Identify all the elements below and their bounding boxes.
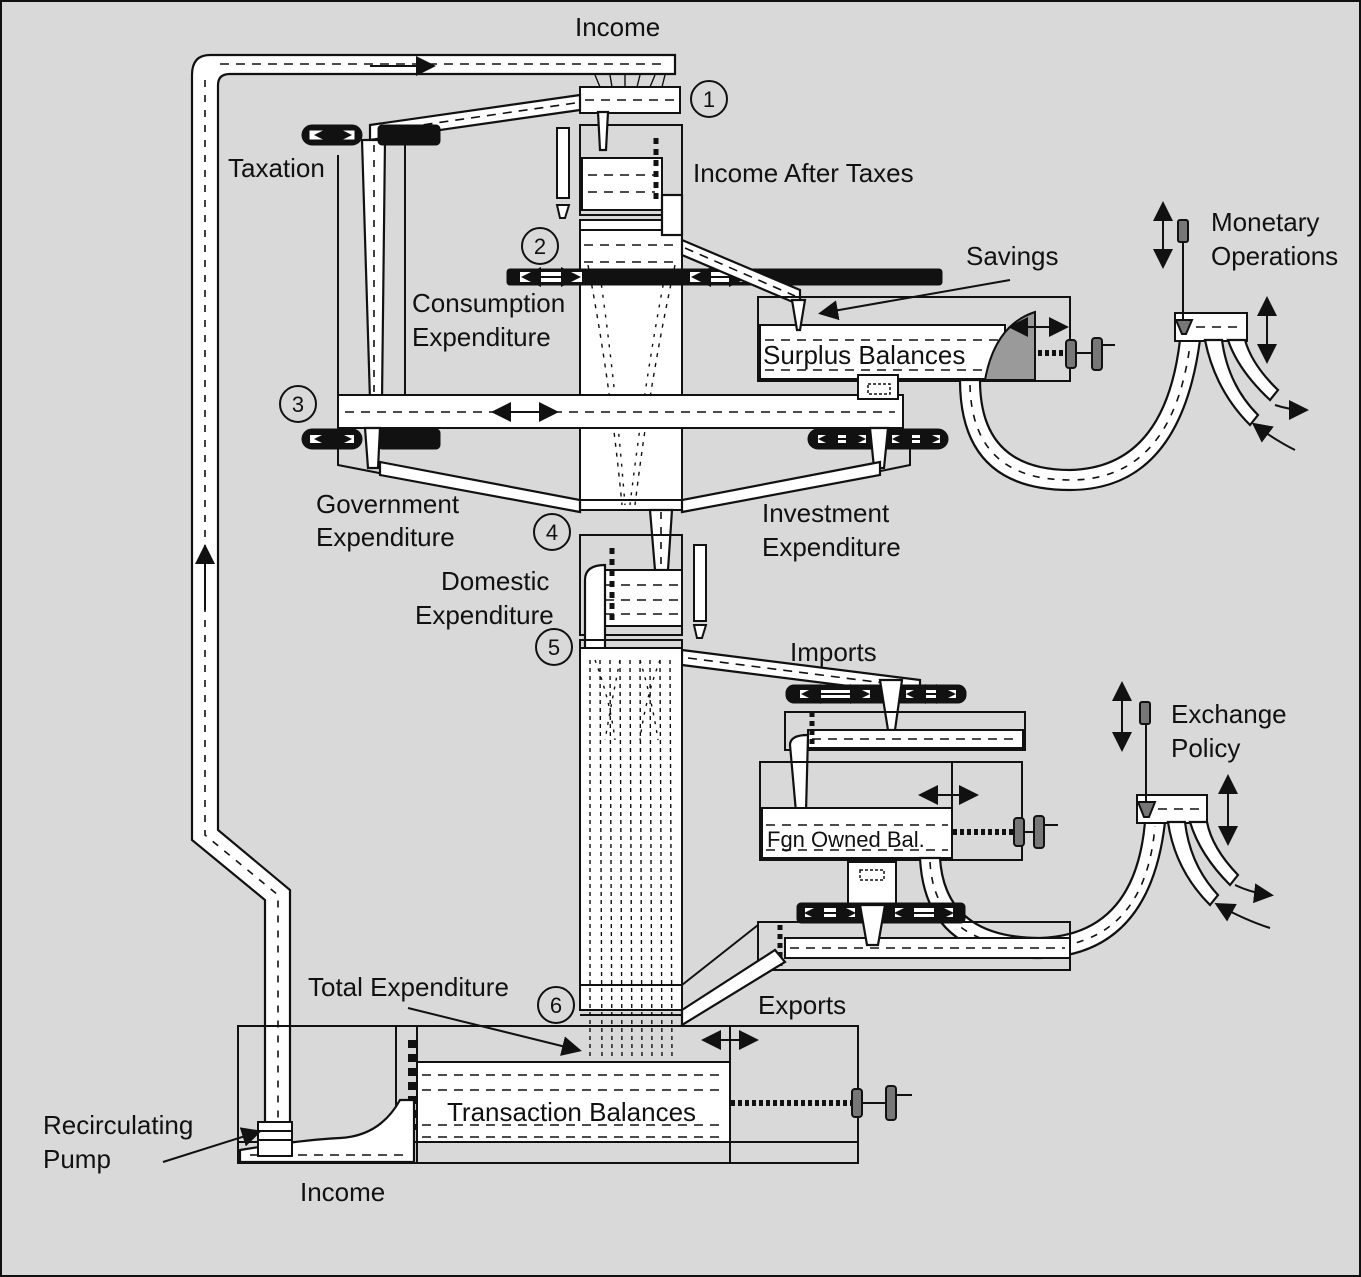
monetary-operations-label-1: Monetary	[1211, 207, 1319, 237]
exports-label: Exports	[758, 990, 846, 1020]
domestic-expenditure-tank	[579, 534, 708, 652]
government-expenditure-label-2: Expenditure	[316, 522, 455, 552]
investment-expenditure-label-1: Investment	[762, 498, 890, 528]
left-frame	[337, 140, 406, 395]
exchange-loop-pipe	[918, 681, 1274, 960]
income-bottom-label: Income	[300, 1177, 385, 1207]
stage-1-number: 1	[703, 87, 715, 112]
expenditure-valves	[301, 426, 949, 470]
stage-6-number: 6	[550, 993, 562, 1018]
stage-3-circle	[279, 385, 317, 423]
stage-2-circle	[521, 227, 559, 265]
pump-pointer	[162, 1127, 262, 1163]
income-top-label: Income	[575, 12, 660, 42]
government-expenditure-label-1: Government	[316, 489, 460, 519]
exports-tank	[680, 861, 1071, 1027]
recirculating-pump-label-1: Recirculating	[43, 1110, 193, 1140]
investment-expenditure-label-2: Expenditure	[762, 532, 901, 562]
stage-5-circle	[535, 628, 573, 666]
consumption-expenditure-label-1: Consumption	[412, 288, 565, 318]
taxation-label: Taxation	[228, 153, 325, 183]
surplus-balances-label: Surplus Balances	[763, 340, 965, 370]
stage-5-number: 5	[548, 635, 560, 660]
stage3-bar	[337, 374, 904, 429]
fgn-owned-balances-tank	[759, 761, 1058, 861]
central-column	[579, 193, 684, 511]
stage-6-circle	[537, 986, 575, 1024]
stage-4-circle	[533, 513, 571, 551]
transaction-balances-label: Transaction Balances	[447, 1097, 696, 1127]
income-after-taxes-tank	[555, 110, 683, 219]
consumption-expenditure-label-2: Expenditure	[412, 322, 551, 352]
exchange-policy-label-2: Policy	[1171, 733, 1240, 763]
stage-2-number: 2	[534, 234, 546, 259]
imports-tank	[784, 711, 1026, 814]
stage-1-circle	[690, 80, 728, 118]
recirculating-pump	[257, 1121, 293, 1157]
domestic-expenditure-label-1: Domestic	[441, 566, 549, 596]
monetary-operations-label-2: Operations	[1211, 241, 1338, 271]
income-distributor	[579, 74, 681, 114]
monetary-loop-pipe	[958, 201, 1309, 492]
consumption-valve-bar	[506, 238, 943, 307]
total-expenditure-column	[579, 647, 683, 1061]
labels: Income Taxation Income After Taxes Savin…	[43, 12, 1338, 1207]
fgn-owned-bal-label: Fgn Owned Bal.	[767, 827, 925, 852]
income-after-taxes-label: Income After Taxes	[693, 158, 914, 188]
surplus-balances-tank	[757, 296, 1115, 382]
taxation-pipe	[301, 93, 582, 402]
savings-pointer	[818, 279, 1011, 321]
total-expenditure-pointer	[407, 1007, 582, 1056]
stage-markers: 1 2 3 4 5 6	[279, 80, 728, 1024]
domestic-expenditure-label-2: Expenditure	[415, 600, 554, 630]
transaction-balances-tank	[237, 1025, 912, 1164]
imports-pipe	[579, 639, 967, 732]
savings-label: Savings	[966, 241, 1059, 271]
stage-4-number: 4	[546, 520, 558, 545]
recirculating-pump-label-2: Pump	[43, 1144, 111, 1174]
stage-3-number: 3	[292, 392, 304, 417]
total-expenditure-label: Total Expenditure	[308, 972, 509, 1002]
stage4-funnel	[337, 430, 911, 572]
imports-label: Imports	[790, 637, 877, 667]
exchange-policy-label-1: Exchange	[1171, 699, 1287, 729]
